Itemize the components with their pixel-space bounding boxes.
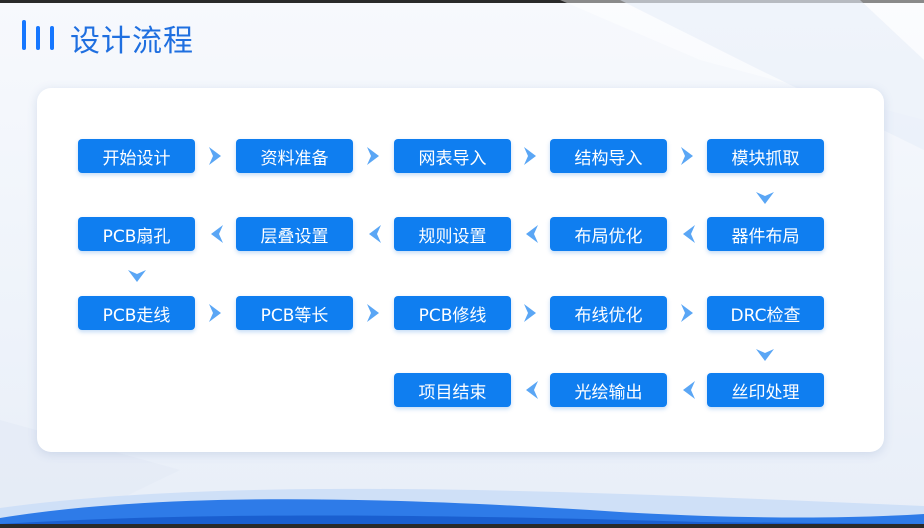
arrow-right-icon (524, 147, 536, 165)
flow-step-pcb-fanout: PCB扇孔 (78, 217, 195, 251)
arrow-left-icon (369, 225, 381, 243)
arrow-left-icon (683, 225, 695, 243)
flow-step-drc-check: DRC检查 (707, 296, 824, 330)
title-bars-icon (22, 20, 56, 54)
arrow-left-icon (211, 225, 223, 243)
flow-step-stackup-setup: 层叠设置 (236, 217, 353, 251)
top-frame-border (0, 0, 924, 3)
arrow-left-icon (683, 381, 695, 399)
arrow-right-icon (524, 304, 536, 322)
flow-step-pcb-routing: PCB走线 (78, 296, 195, 330)
arrow-down-icon (128, 270, 146, 282)
arrow-left-icon (526, 381, 538, 399)
arrow-right-icon (681, 304, 693, 322)
arrow-down-icon (756, 349, 774, 361)
arrow-left-icon (526, 225, 538, 243)
flow-step-layout-optimize: 布局优化 (550, 217, 667, 251)
arrow-right-icon (209, 147, 221, 165)
bottom-frame-border (0, 524, 924, 528)
flow-step-module-capture: 模块抓取 (707, 139, 824, 173)
flow-step-pcb-trace-repair: PCB修线 (394, 296, 511, 330)
page-title: 设计流程 (70, 24, 194, 59)
flowchart-card: 开始设计 资料准备 网表导入 结构导入 模块抓取 PCB扇孔 层叠设置 规则设置… (37, 88, 884, 452)
flow-step-silkscreen: 丝印处理 (707, 373, 824, 407)
flow-step-component-placement: 器件布局 (707, 217, 824, 251)
flow-step-project-end: 项目结束 (394, 373, 511, 407)
arrow-down-icon (756, 192, 774, 204)
flow-step-gerber-output: 光绘输出 (550, 373, 667, 407)
flow-step-pcb-length-match: PCB等长 (236, 296, 353, 330)
arrow-right-icon (367, 304, 379, 322)
flow-step-rule-setup: 规则设置 (394, 217, 511, 251)
arrow-right-icon (209, 304, 221, 322)
flow-step-structure-import: 结构导入 (550, 139, 667, 173)
arrow-right-icon (367, 147, 379, 165)
bottom-wave-decoration (0, 488, 924, 528)
flow-step-start-design: 开始设计 (78, 139, 195, 173)
flow-step-routing-optimize: 布线优化 (550, 296, 667, 330)
arrow-right-icon (681, 147, 693, 165)
flow-step-netlist-import: 网表导入 (394, 139, 511, 173)
flow-step-material-prep: 资料准备 (236, 139, 353, 173)
